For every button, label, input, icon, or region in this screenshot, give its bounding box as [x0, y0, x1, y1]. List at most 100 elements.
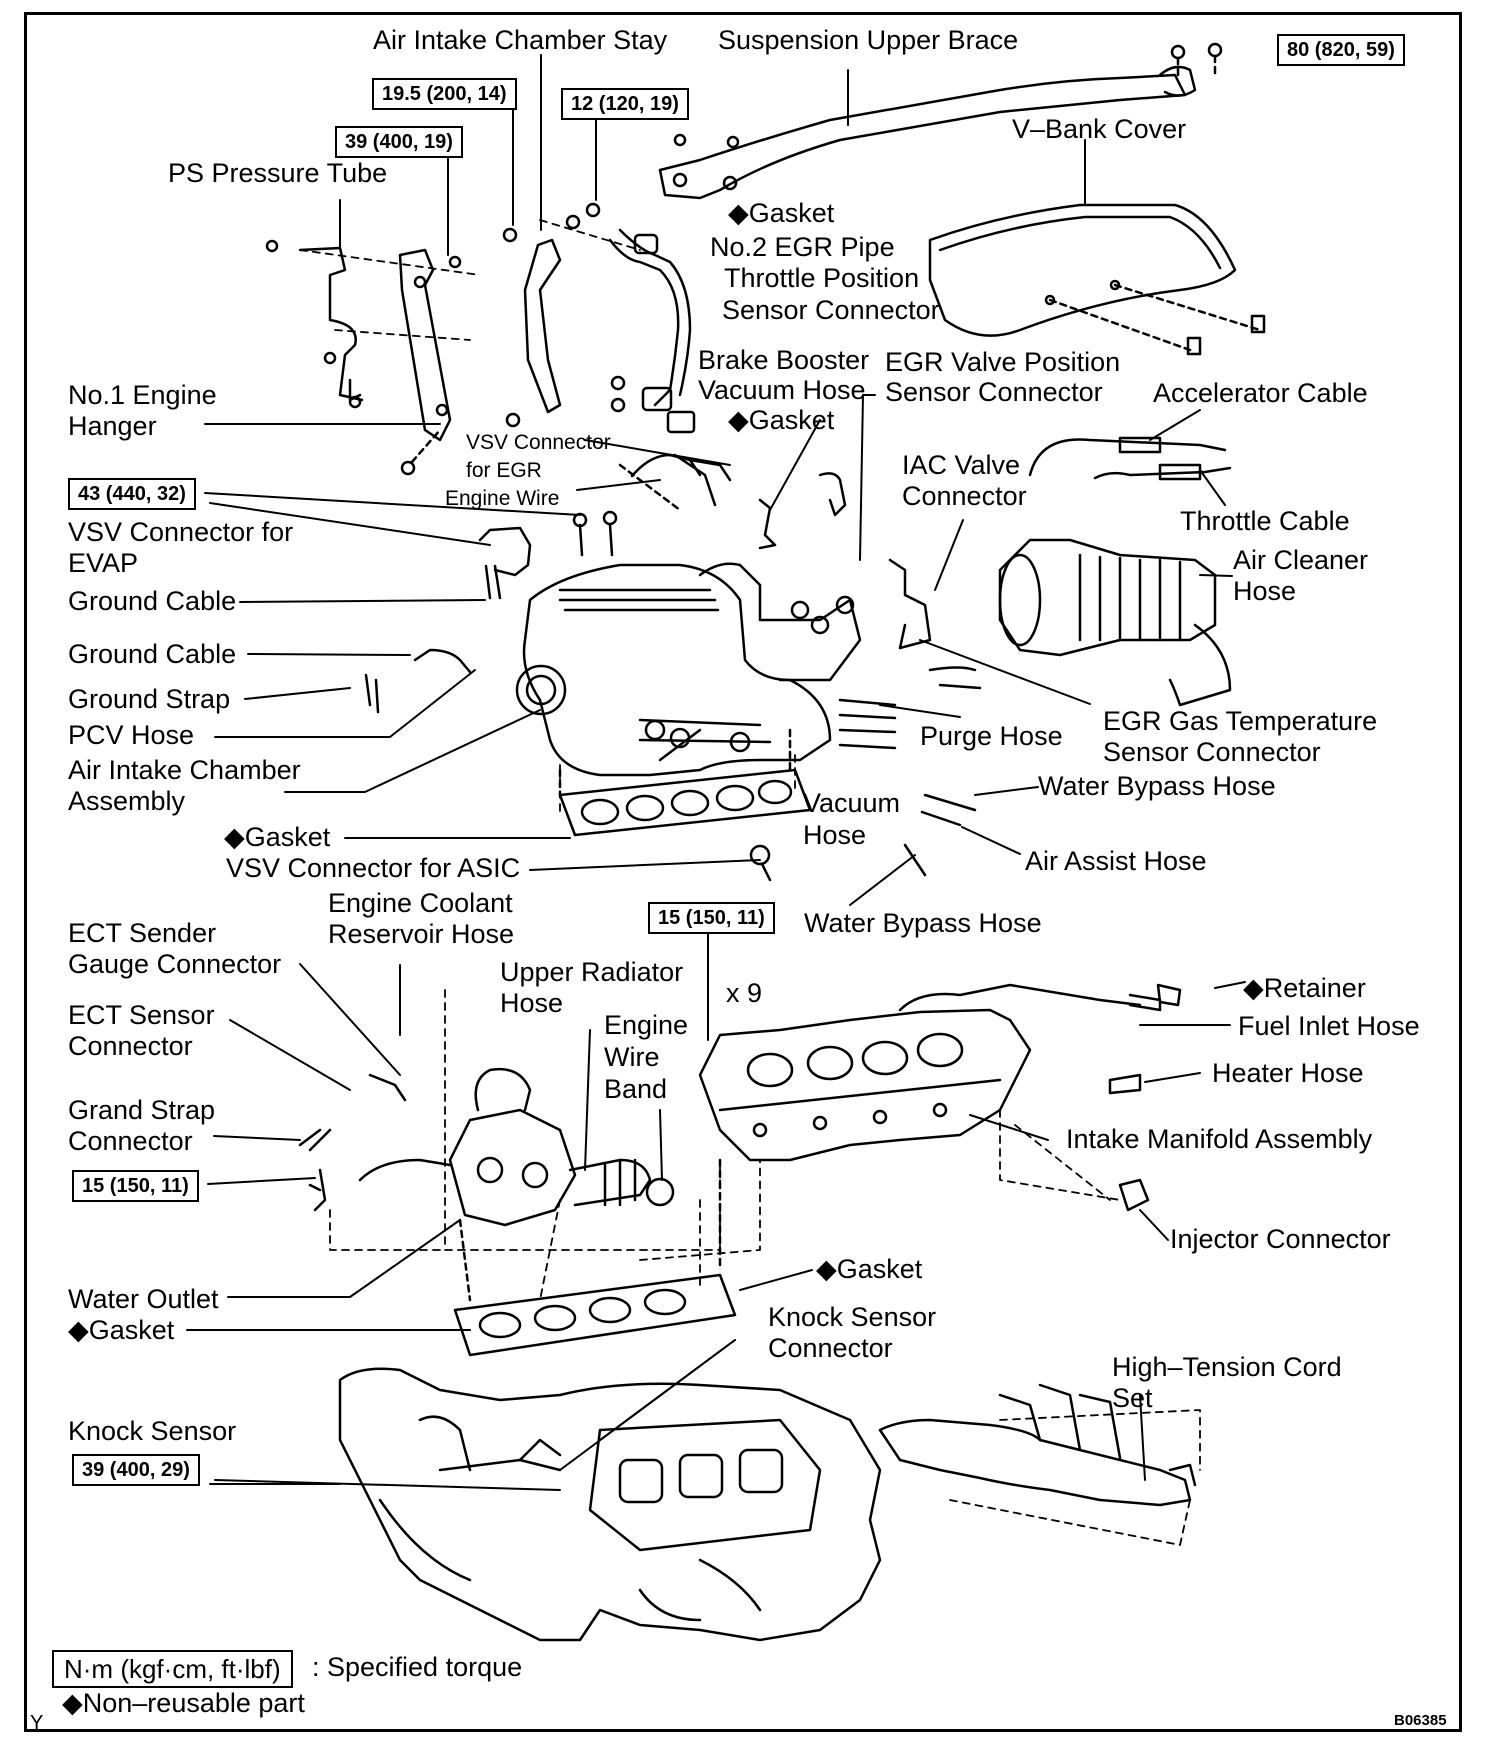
- label-upper-radiator: Upper Radiator: [500, 957, 684, 987]
- label-air-intake-chamber: Air Intake Chamber: [68, 755, 301, 785]
- label-engine-coolant: Engine Coolant: [328, 888, 513, 918]
- label-gasket-egr: ◆Gasket: [728, 198, 835, 228]
- torque-box-19-5: 19.5 (200, 14): [372, 78, 517, 110]
- label-retainer: ◆Retainer: [1243, 973, 1366, 1003]
- accelerator-cable-drawing: [1028, 436, 1232, 481]
- label-egr-gas-sensor: Sensor Connector: [1103, 737, 1321, 767]
- torque-box-39b: 39 (400, 29): [72, 1454, 200, 1486]
- label-egr-valve-sensor: Sensor Connector: [885, 377, 1103, 407]
- torque-box-39a: 39 (400, 19): [335, 126, 463, 158]
- air-intake-chamber-drawing: [515, 562, 862, 777]
- legend-unit-box: N·m (kgf·cm, ft·lbf): [52, 1650, 293, 1688]
- ps-pressure-tube-drawing: [265, 239, 364, 409]
- label-ground-cable-2: Ground Cable: [68, 639, 237, 669]
- label-knock-connector: Connector: [768, 1333, 893, 1363]
- label-wire-band: Wire: [604, 1042, 660, 1072]
- air-cleaner-hose-drawing: [998, 538, 1232, 707]
- label-vsv-asic: VSV Connector for ASIC: [226, 853, 521, 883]
- label-band: Band: [604, 1074, 668, 1104]
- label-gasket-brake: ◆Gasket: [728, 405, 835, 435]
- air-intake-chamber-stay-drawing: [502, 227, 562, 428]
- label-brake-booster: Brake Booster: [698, 345, 870, 375]
- label-ect-sender: ECT Sender: [68, 918, 217, 948]
- label-engine-band: Engine: [604, 1010, 689, 1040]
- label-gasket-outlet: ◆Gasket: [68, 1315, 175, 1345]
- torque-box-12: 12 (120, 19): [561, 88, 689, 120]
- label-egr-gas-temp: EGR Gas Temperature: [1103, 706, 1378, 736]
- label-air-cleaner-hose: Hose: [1233, 576, 1297, 606]
- engine-block-drawing: [338, 1367, 882, 1642]
- label-gasket-chamber: ◆Gasket: [224, 822, 331, 852]
- label-water-bypass-hose-1: Water Bypass Hose: [1038, 771, 1276, 801]
- label-grand-strap: Grand Strap: [68, 1095, 216, 1125]
- label-water-bypass-hose-2: Water Bypass Hose: [804, 908, 1042, 938]
- legend-non-reusable: ◆Non–reusable part: [62, 1688, 305, 1718]
- label-suspension-upper-brace: Suspension Upper Brace: [718, 25, 1019, 55]
- label-high-tension-cord: High–Tension Cord: [1112, 1352, 1342, 1382]
- label-evap: EVAP: [68, 548, 139, 578]
- label-v-bank-cover: V–Bank Cover: [1012, 114, 1187, 144]
- label-gauge-connector: Gauge Connector: [68, 949, 282, 979]
- leader-lines: [186, 54, 1246, 1491]
- label-for-egr: for EGR: [466, 459, 542, 482]
- lower-gasket-drawing: [453, 1158, 737, 1357]
- label-iac-valve: IAC Valve: [902, 450, 1021, 480]
- label-throttle-cable: Throttle Cable: [1180, 506, 1350, 536]
- label-fuel-inlet-hose: Fuel Inlet Hose: [1238, 1011, 1420, 1041]
- v-bank-cover-drawing: [928, 203, 1266, 356]
- diagram-frame: [24, 12, 1462, 1732]
- label-knock-sensor: Knock Sensor: [68, 1416, 237, 1446]
- label-injector-connector: Injector Connector: [1170, 1224, 1391, 1254]
- label-ect-sensor: ECT Sensor: [68, 1000, 215, 1030]
- figure-code: B06385: [1394, 1712, 1447, 1729]
- torque-box-15a: 15 (150, 11): [648, 902, 775, 934]
- label-gasket-manifold: ◆Gasket: [816, 1254, 923, 1284]
- connectors-drawing: [364, 453, 982, 882]
- corner-mark: Y: [30, 1712, 44, 1734]
- label-heater-hose: Heater Hose: [1212, 1058, 1364, 1088]
- legend-specified-torque: : Specified torque: [312, 1652, 523, 1682]
- label-reservoir-hose: Reservoir Hose: [328, 919, 515, 949]
- label-ground-strap: Ground Strap: [68, 684, 231, 714]
- label-radiator-hose: Hose: [500, 988, 564, 1018]
- label-vacuum-hose-2: Hose: [803, 820, 867, 850]
- egr-pipe-drawing: [565, 202, 696, 434]
- label-air-cleaner: Air Cleaner: [1233, 545, 1369, 575]
- water-outlet-drawing: [298, 1067, 675, 1227]
- label-assembly: Assembly: [68, 786, 186, 816]
- label-air-assist-hose: Air Assist Hose: [1025, 846, 1207, 876]
- label-vacuum: Vacuum: [803, 788, 901, 818]
- dashed-guides: [299, 219, 1201, 1546]
- label-accelerator-cable: Accelerator Cable: [1153, 378, 1368, 408]
- label-purge-hose: Purge Hose: [920, 721, 1063, 751]
- label-pcv-hose: PCV Hose: [68, 720, 195, 750]
- engine-hanger-drawing: [398, 248, 462, 476]
- label-grand-strap-connector: Connector: [68, 1126, 193, 1156]
- label-set: Set: [1112, 1383, 1153, 1413]
- label-vsv-evap: VSV Connector for: [68, 517, 294, 547]
- label-x9: x 9: [726, 978, 763, 1008]
- label-throttle-position: Throttle Position: [724, 263, 920, 293]
- label-knock-sensor-connector: Knock Sensor: [768, 1302, 937, 1332]
- high-tension-cord-drawing: [878, 1383, 1197, 1507]
- label-engine-wire: Engine Wire: [445, 487, 560, 510]
- label-ground-cable-1: Ground Cable: [68, 586, 237, 616]
- label-air-intake-chamber-stay: Air Intake Chamber Stay: [373, 25, 668, 55]
- intake-manifold-drawing: [698, 983, 1182, 1212]
- label-no2-egr-pipe: No.2 EGR Pipe: [710, 232, 895, 262]
- torque-box-15b: 15 (150, 11): [72, 1170, 199, 1202]
- suspension-upper-brace-drawing: [658, 42, 1223, 200]
- label-ps-pressure-tube: PS Pressure Tube: [168, 158, 388, 188]
- label-throttle-position-sensor: Sensor Connector: [722, 295, 940, 325]
- label-ect-connector: Connector: [68, 1031, 193, 1061]
- label-hanger: Hanger: [68, 411, 157, 441]
- label-intake-manifold: Intake Manifold Assembly: [1066, 1124, 1373, 1154]
- label-water-outlet: Water Outlet: [68, 1284, 219, 1314]
- label-egr-valve-position: EGR Valve Position: [885, 347, 1121, 377]
- torque-box-43: 43 (440, 32): [68, 478, 196, 510]
- torque-box-80: 80 (820, 59): [1277, 34, 1405, 66]
- label-vacuum-hose: Vacuum Hose: [698, 375, 866, 405]
- label-no1-engine: No.1 Engine: [68, 380, 217, 410]
- label-iac-connector: Connector: [902, 481, 1027, 511]
